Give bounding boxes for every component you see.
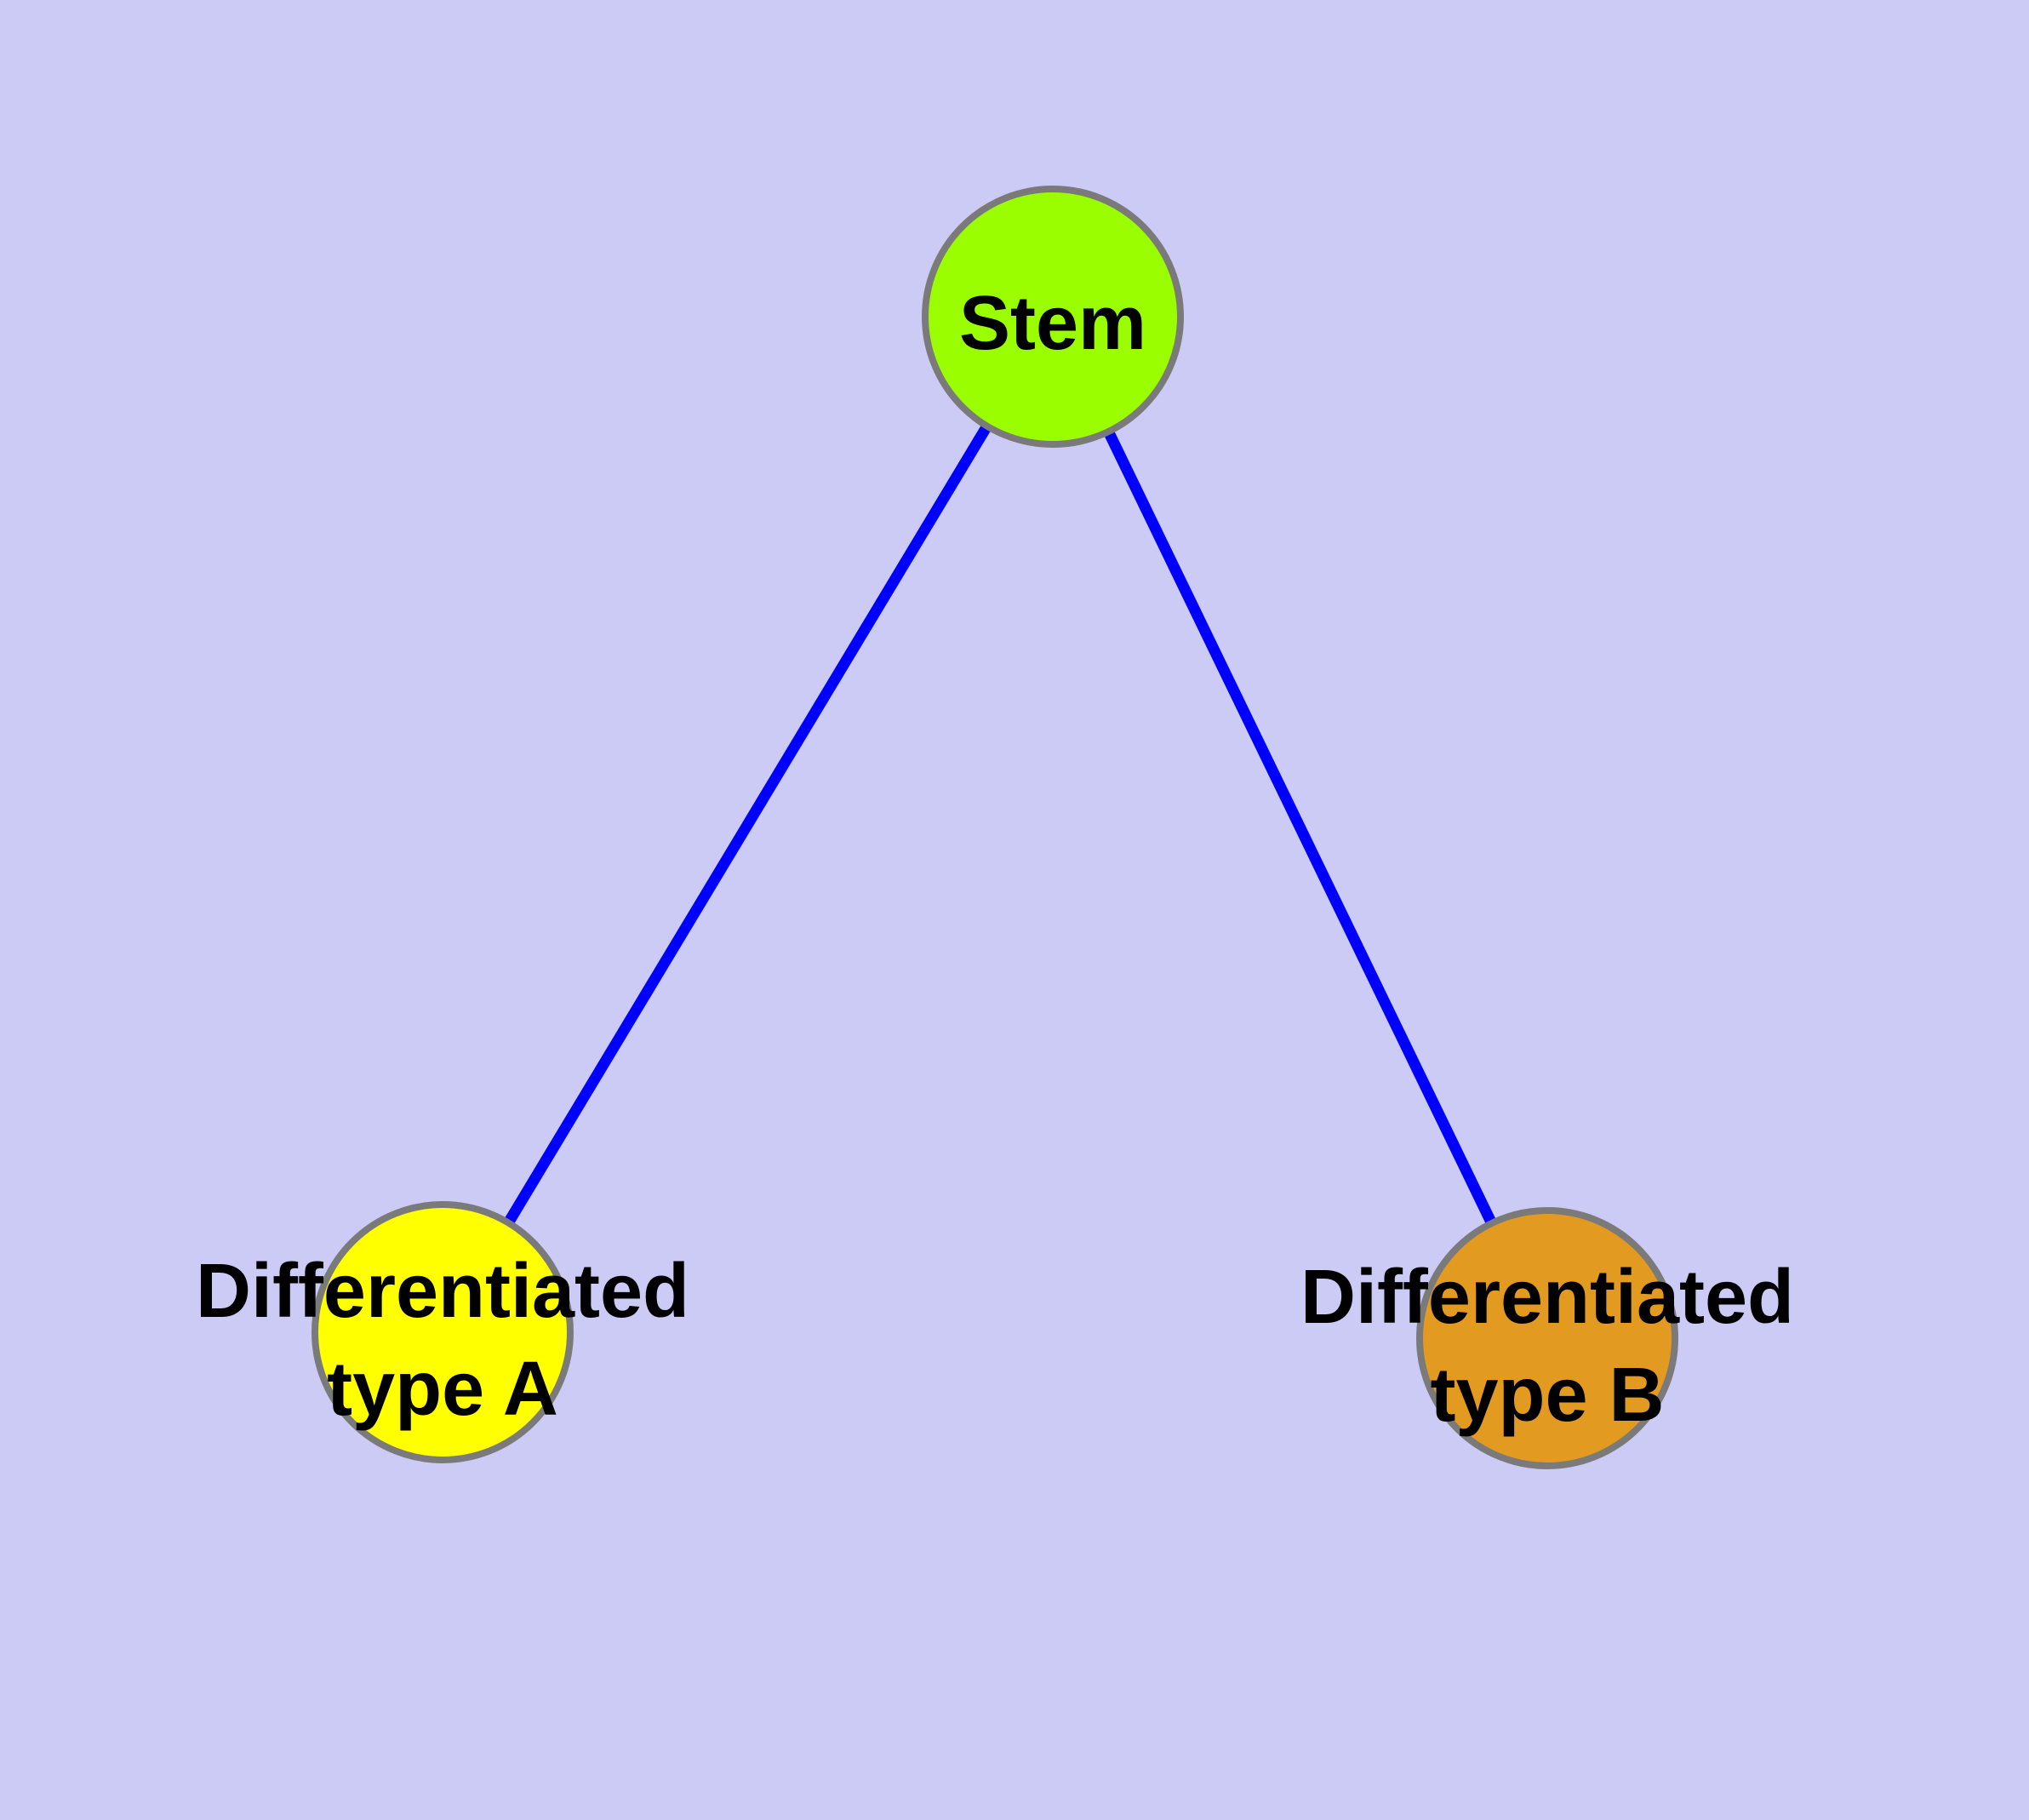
node-type-a-label-line1: Differentiated	[196, 1249, 689, 1334]
edge-stem-to-type-a	[437, 313, 1058, 1336]
node-stem	[922, 186, 1184, 448]
node-type-a-label-line2: type A	[327, 1347, 558, 1432]
node-differentiated-type-a	[311, 1201, 574, 1463]
node-differentiated-type-b	[1416, 1207, 1678, 1469]
edge-stem-to-type-b	[1048, 314, 1552, 1341]
node-type-b-label-line1: Differentiated	[1300, 1255, 1794, 1340]
node-type-b-label-line2: type B	[1430, 1353, 1664, 1438]
node-stem-label: Stem	[959, 281, 1146, 366]
